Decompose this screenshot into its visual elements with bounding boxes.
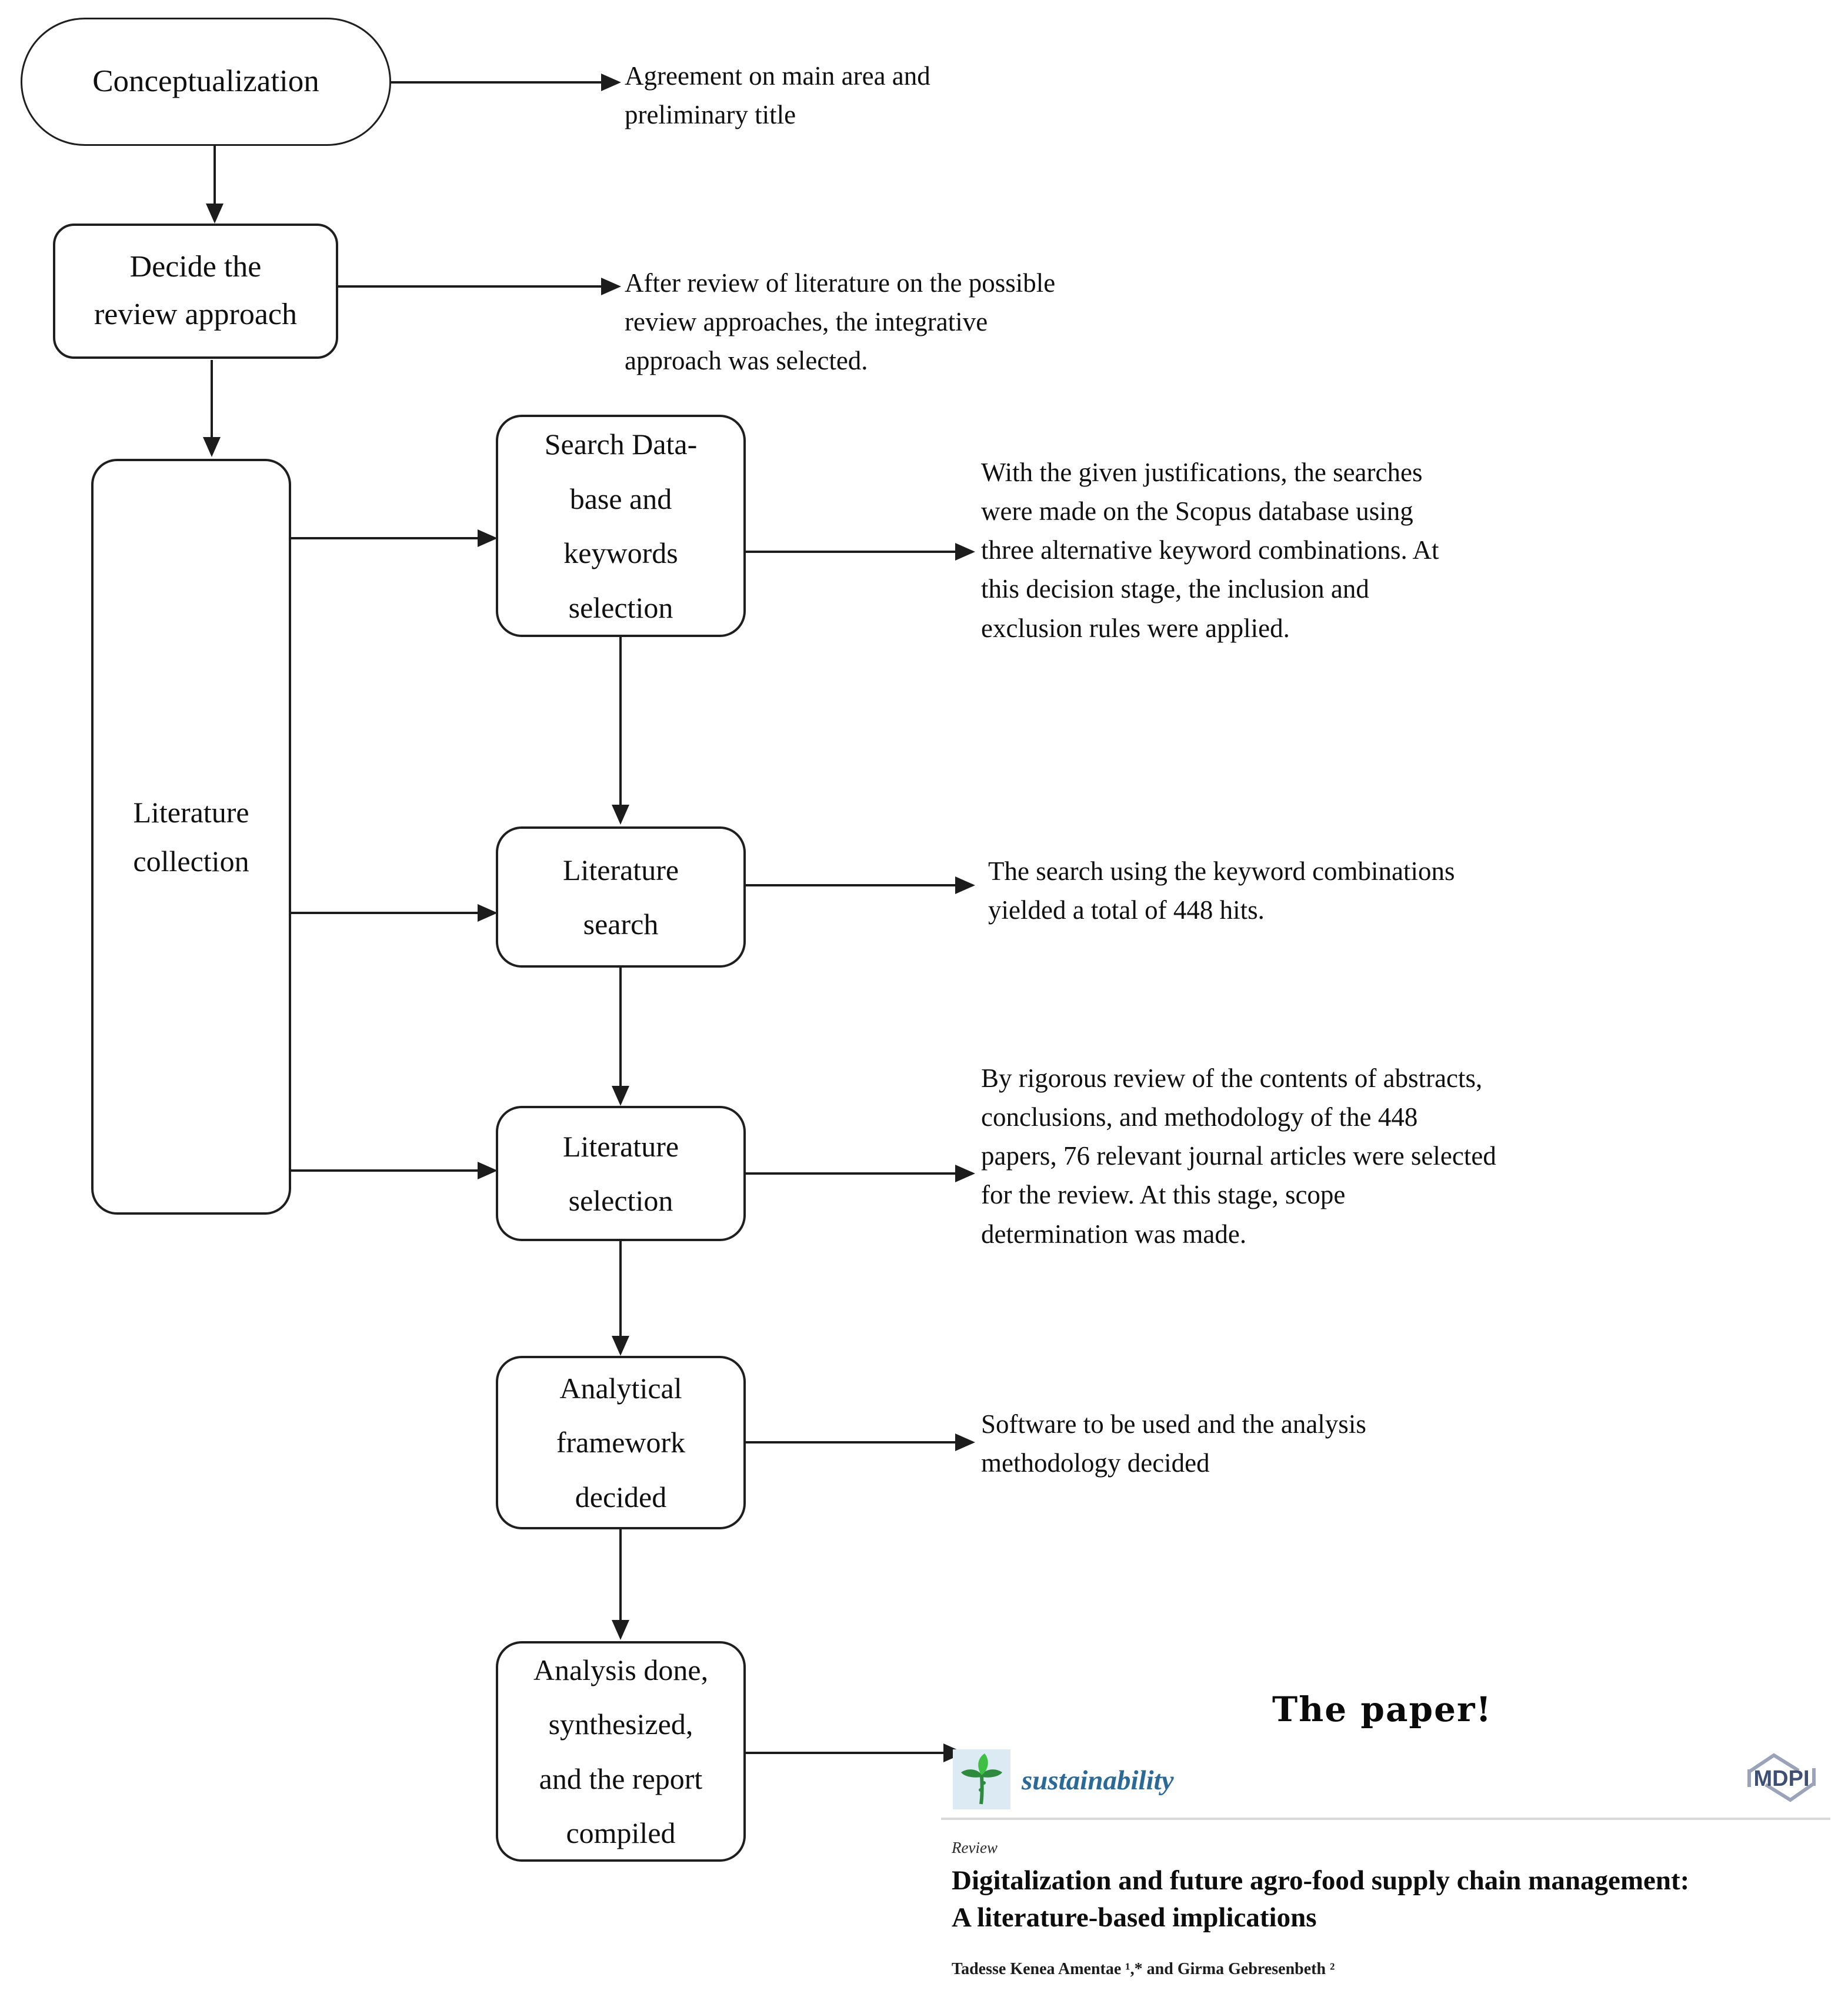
arrowhead-icon [478, 1162, 498, 1179]
arrowhead-icon [955, 876, 975, 894]
journal-name: sustainability [1022, 1765, 1174, 1796]
node-label: selection [568, 1184, 673, 1217]
mdpi-logo: MDPI [1740, 1751, 1822, 1805]
mdpi-wordmark: MDPI [1754, 1766, 1810, 1791]
arrowhead-icon [955, 1433, 975, 1451]
arrowhead-icon [955, 543, 975, 561]
annotation-literature-search: The search using the keyword combination… [988, 856, 1455, 925]
node-label: decided [575, 1480, 667, 1513]
paper-heading: The paper! [1272, 1689, 1493, 1729]
node-label: compiled [566, 1816, 676, 1849]
arrowhead-icon [601, 74, 621, 91]
node-label: Analytical [559, 1371, 682, 1405]
annotation-conceptualization: Agreement on main area and preliminary t… [625, 61, 930, 130]
node-label: base and [569, 482, 672, 515]
node-decide-review-approach: Decide the review approach [53, 224, 338, 359]
node-label: keywords [563, 536, 678, 569]
node-label: Analysis done, [533, 1653, 709, 1686]
node-label: Literature [562, 1129, 679, 1163]
node-label: review approach [94, 298, 298, 331]
node-label: Literature [133, 796, 249, 829]
article-type-label: Review [952, 1839, 998, 1856]
node-label: selection [568, 591, 673, 624]
arrowhead-icon [478, 904, 498, 922]
header-divider [941, 1818, 1830, 1820]
node-label: Decide the [129, 250, 262, 284]
node-literature-selection: Literature selection [496, 1106, 746, 1241]
node-label: Literature [562, 853, 679, 886]
node-label: Search Data- [544, 428, 698, 461]
arrowhead-icon [612, 1086, 629, 1106]
arrowhead-icon [612, 805, 629, 825]
node-label: framework [556, 1426, 686, 1459]
node-analysis-report: Analysis done, synthesized, and the repo… [496, 1641, 746, 1862]
annotation-search-database: With the given justifications, the searc… [981, 458, 1439, 643]
annotation-analytical-framework: Software to be used and the analysis met… [981, 1409, 1366, 1478]
node-analytical-framework: Analytical framework decided [496, 1356, 746, 1529]
node-label: synthesized, [548, 1708, 693, 1741]
paper-title-line1: Digitalization and future agro-food supp… [952, 1865, 1690, 1896]
arrowhead-icon [478, 529, 498, 547]
arrowhead-icon [612, 1620, 629, 1640]
seedling-icon [961, 1753, 1002, 1805]
paper-title: Digitalization and future agro-food supp… [952, 1862, 1840, 1936]
node-conceptualization: Conceptualization [21, 18, 391, 146]
node-search-database-keywords: Search Data- base and keywords selection [496, 415, 746, 637]
arrowhead-icon [955, 1165, 975, 1182]
paper-title-line2: A literature-based implications [952, 1902, 1317, 1933]
node-label: collection [133, 844, 249, 878]
mdpi-diamond-icon: MDPI [1747, 1753, 1816, 1802]
node-label: search [583, 908, 659, 941]
arrowhead-icon [206, 204, 224, 224]
annotation-review-approach: After review of literature on the possib… [625, 268, 1056, 376]
node-label: Conceptualization [92, 64, 319, 99]
paper-authors: Tadesse Kenea Amentae ¹,* and Girma Gebr… [952, 1960, 1335, 1978]
node-literature-collection: Literature collection [91, 459, 291, 1215]
arrowhead-icon [203, 437, 221, 457]
node-label: and the report [539, 1762, 703, 1795]
arrowhead-icon [601, 278, 621, 295]
sustainability-logo [953, 1749, 1010, 1809]
annotation-literature-selection: By rigorous review of the contents of ab… [981, 1063, 1496, 1249]
node-literature-search: Literature search [496, 826, 746, 968]
arrowhead-icon [612, 1336, 629, 1356]
